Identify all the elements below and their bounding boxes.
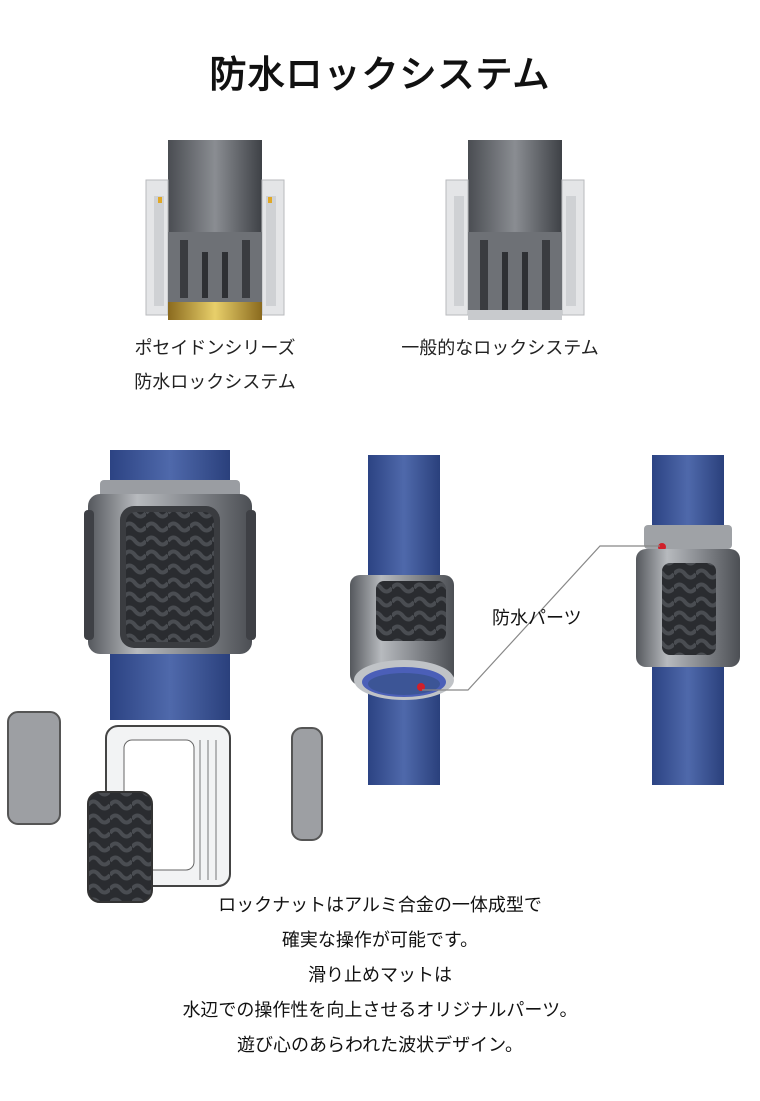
- description-line: 滑り止めマットは: [308, 965, 452, 986]
- description-line: 確実な操作が可能です。: [281, 930, 479, 951]
- lock-nut-closeup: [84, 450, 256, 720]
- page-title: 防水ロックシステム: [209, 53, 551, 96]
- poseidon-caption-line1: ポセイドンシリーズ: [134, 338, 296, 359]
- exploded-parts: [7, 711, 323, 903]
- rod-with-waterproof-part: [636, 455, 740, 785]
- description-line: 水辺での操作性を向上させるオリジナルパーツ。: [182, 1000, 578, 1021]
- description-line: ロックナットはアルミ合金の一体成型で: [218, 895, 542, 916]
- poseidon-caption-line2: 防水ロックシステム: [134, 372, 296, 393]
- rod-with-lock-nut: [350, 455, 454, 785]
- description-block: ロックナットはアルミ合金の一体成型で 確実な操作が可能です。 滑り止めマットは …: [80, 888, 680, 1063]
- generic-caption: 一般的なロックシステム: [401, 338, 599, 359]
- generic-lock-cross-section: [445, 140, 585, 320]
- description-line: 遊び心のあらわれた波状デザイン。: [236, 1035, 524, 1056]
- poseidon-caption: ポセイドンシリーズ 防水ロックシステム: [100, 332, 330, 400]
- callout-label: 防水パーツ: [492, 608, 582, 629]
- poseidon-lock-cross-section: [145, 140, 285, 320]
